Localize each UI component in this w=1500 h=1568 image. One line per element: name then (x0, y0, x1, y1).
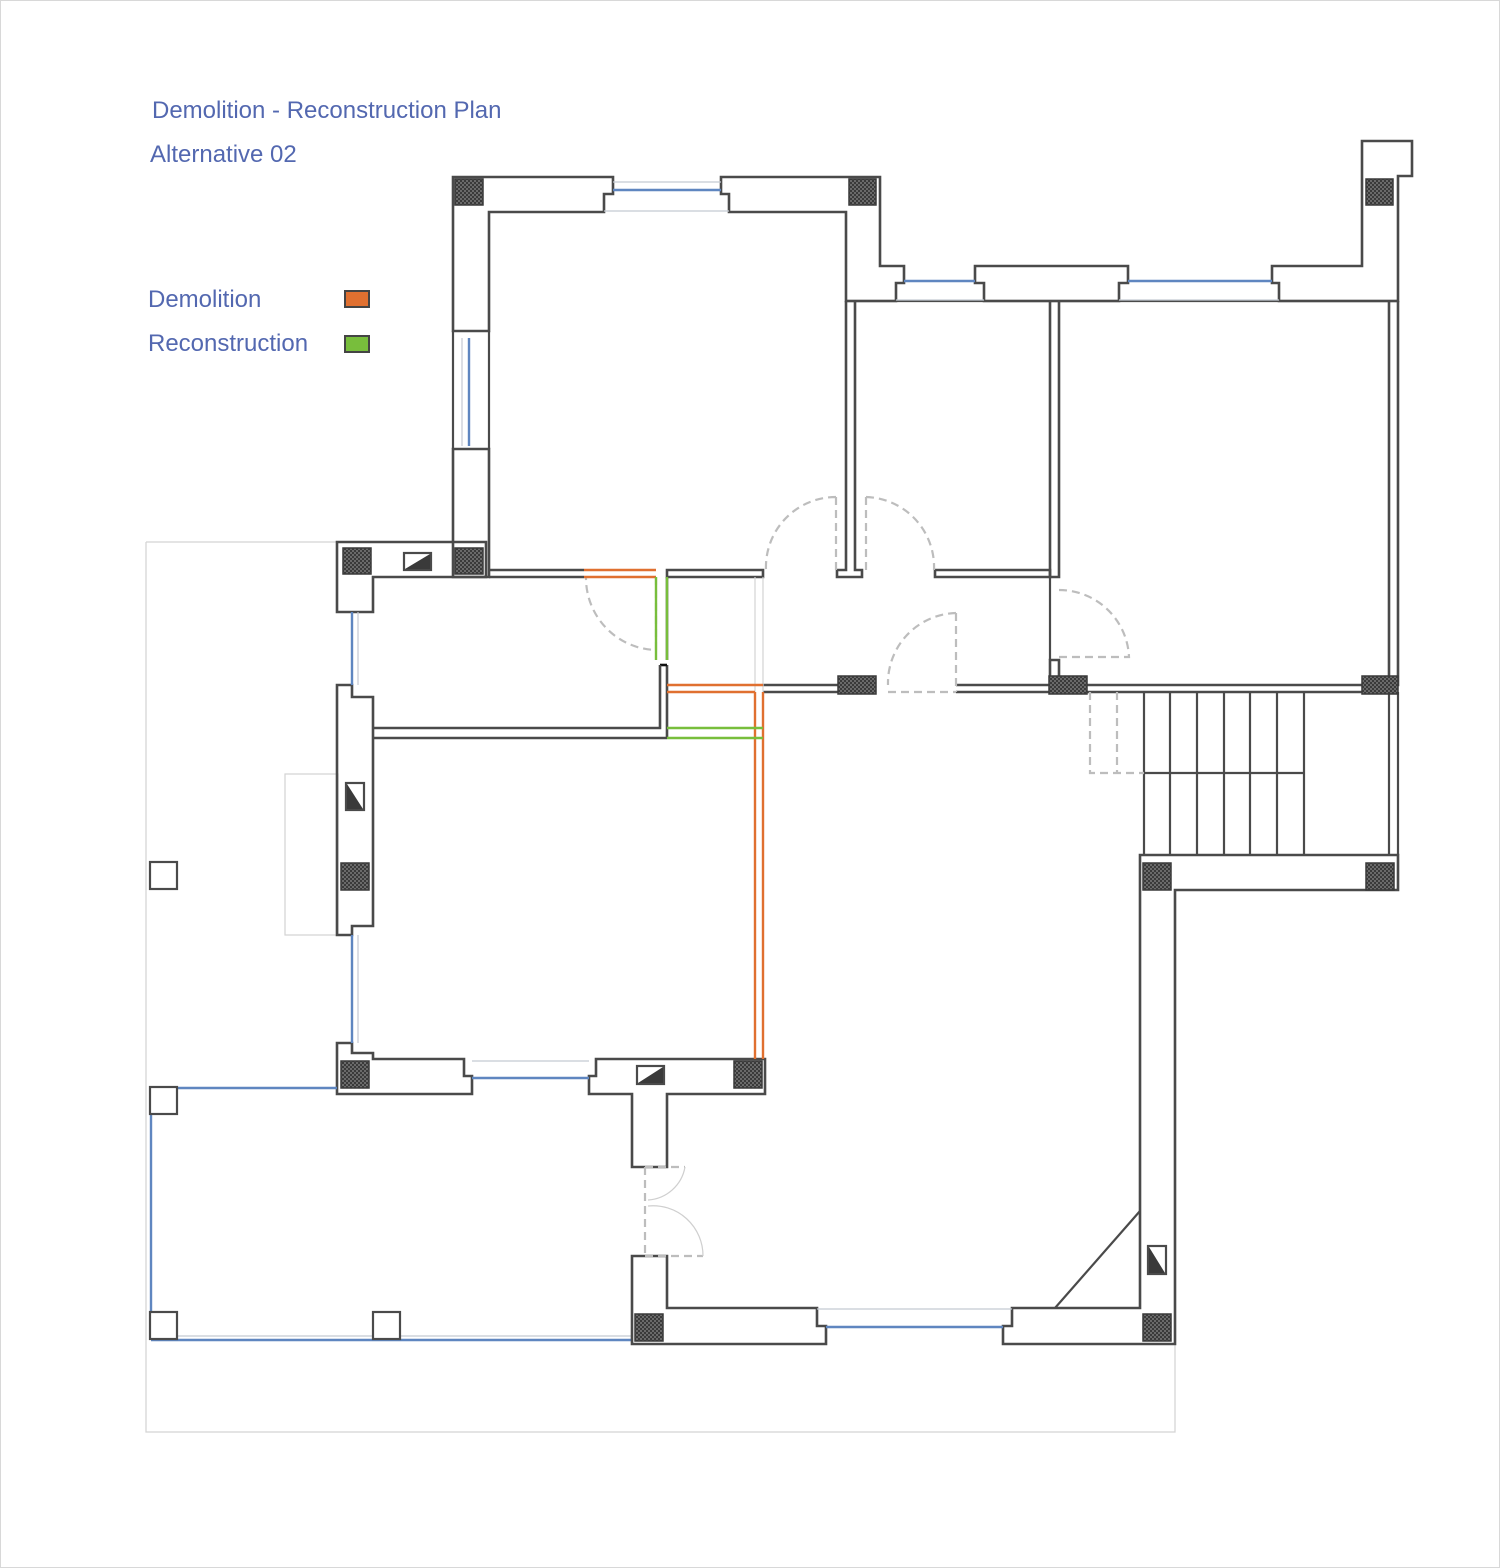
top-right-glazing (896, 279, 1279, 301)
structural-columns (340, 178, 1399, 1342)
terrace-glazing (149, 1086, 632, 1342)
corridor-walls (489, 568, 1362, 738)
left-wing-glazing (350, 612, 589, 1080)
terrace-posts (148, 860, 402, 1341)
plan-subtitle: Alternative 02 (150, 141, 297, 168)
top-left-room-glazing (461, 181, 729, 446)
legend-reconstruction-swatch (344, 335, 370, 353)
stair (1142, 692, 1306, 855)
demolition-walls (584, 568, 765, 1059)
service-shafts (344, 551, 1168, 1276)
legend-reconstruction-label: Reconstruction (148, 330, 309, 357)
legend-demolition-swatch (344, 290, 370, 308)
top-right-room-walls (835, 139, 1414, 687)
left-wing-walls (335, 540, 767, 1169)
plan-title: Demolition - Reconstruction Plan (152, 97, 502, 124)
doors (584, 495, 1144, 1258)
reconstruction-walls (654, 577, 763, 740)
living-room-glazing (817, 1308, 1012, 1329)
legend-demolition-label: Demolition (148, 286, 262, 313)
living-room-walls (630, 692, 1400, 1346)
